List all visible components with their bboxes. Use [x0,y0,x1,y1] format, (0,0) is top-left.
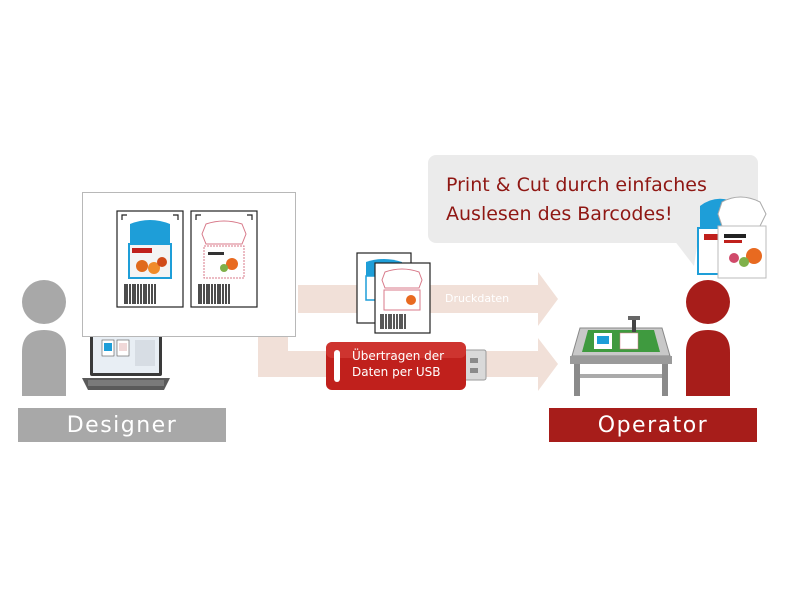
laptop-icon [82,328,170,390]
operator-person-icon [686,280,730,396]
usb-stick-icon [326,342,487,390]
bubble-line-1: Print & Cut durch einfaches [446,174,707,196]
plotter-icon [570,316,672,396]
designer-label: Designer [18,408,226,442]
designer-person-icon [22,280,66,396]
print-sheet-blue [116,210,184,308]
design-document-panel [82,192,296,337]
print-sheet-outline [190,210,258,308]
usb-label-line1: Übertragen der [352,349,445,363]
speech-bubble-tail [674,240,698,266]
bubble-line-2: Auslesen des Barcodes! [446,203,673,225]
package-icon [697,196,767,279]
speech-bubble-text: Print & Cut durch einfaches Auslesen des… [446,171,707,229]
arrow-label-print-data: Druckdaten [445,292,510,305]
usb-label-line2: Daten per USB [352,365,441,379]
operator-label: Operator [549,408,757,442]
print-sheet-stack [356,252,431,334]
usb-label: Übertragen der Daten per USB [352,348,456,380]
